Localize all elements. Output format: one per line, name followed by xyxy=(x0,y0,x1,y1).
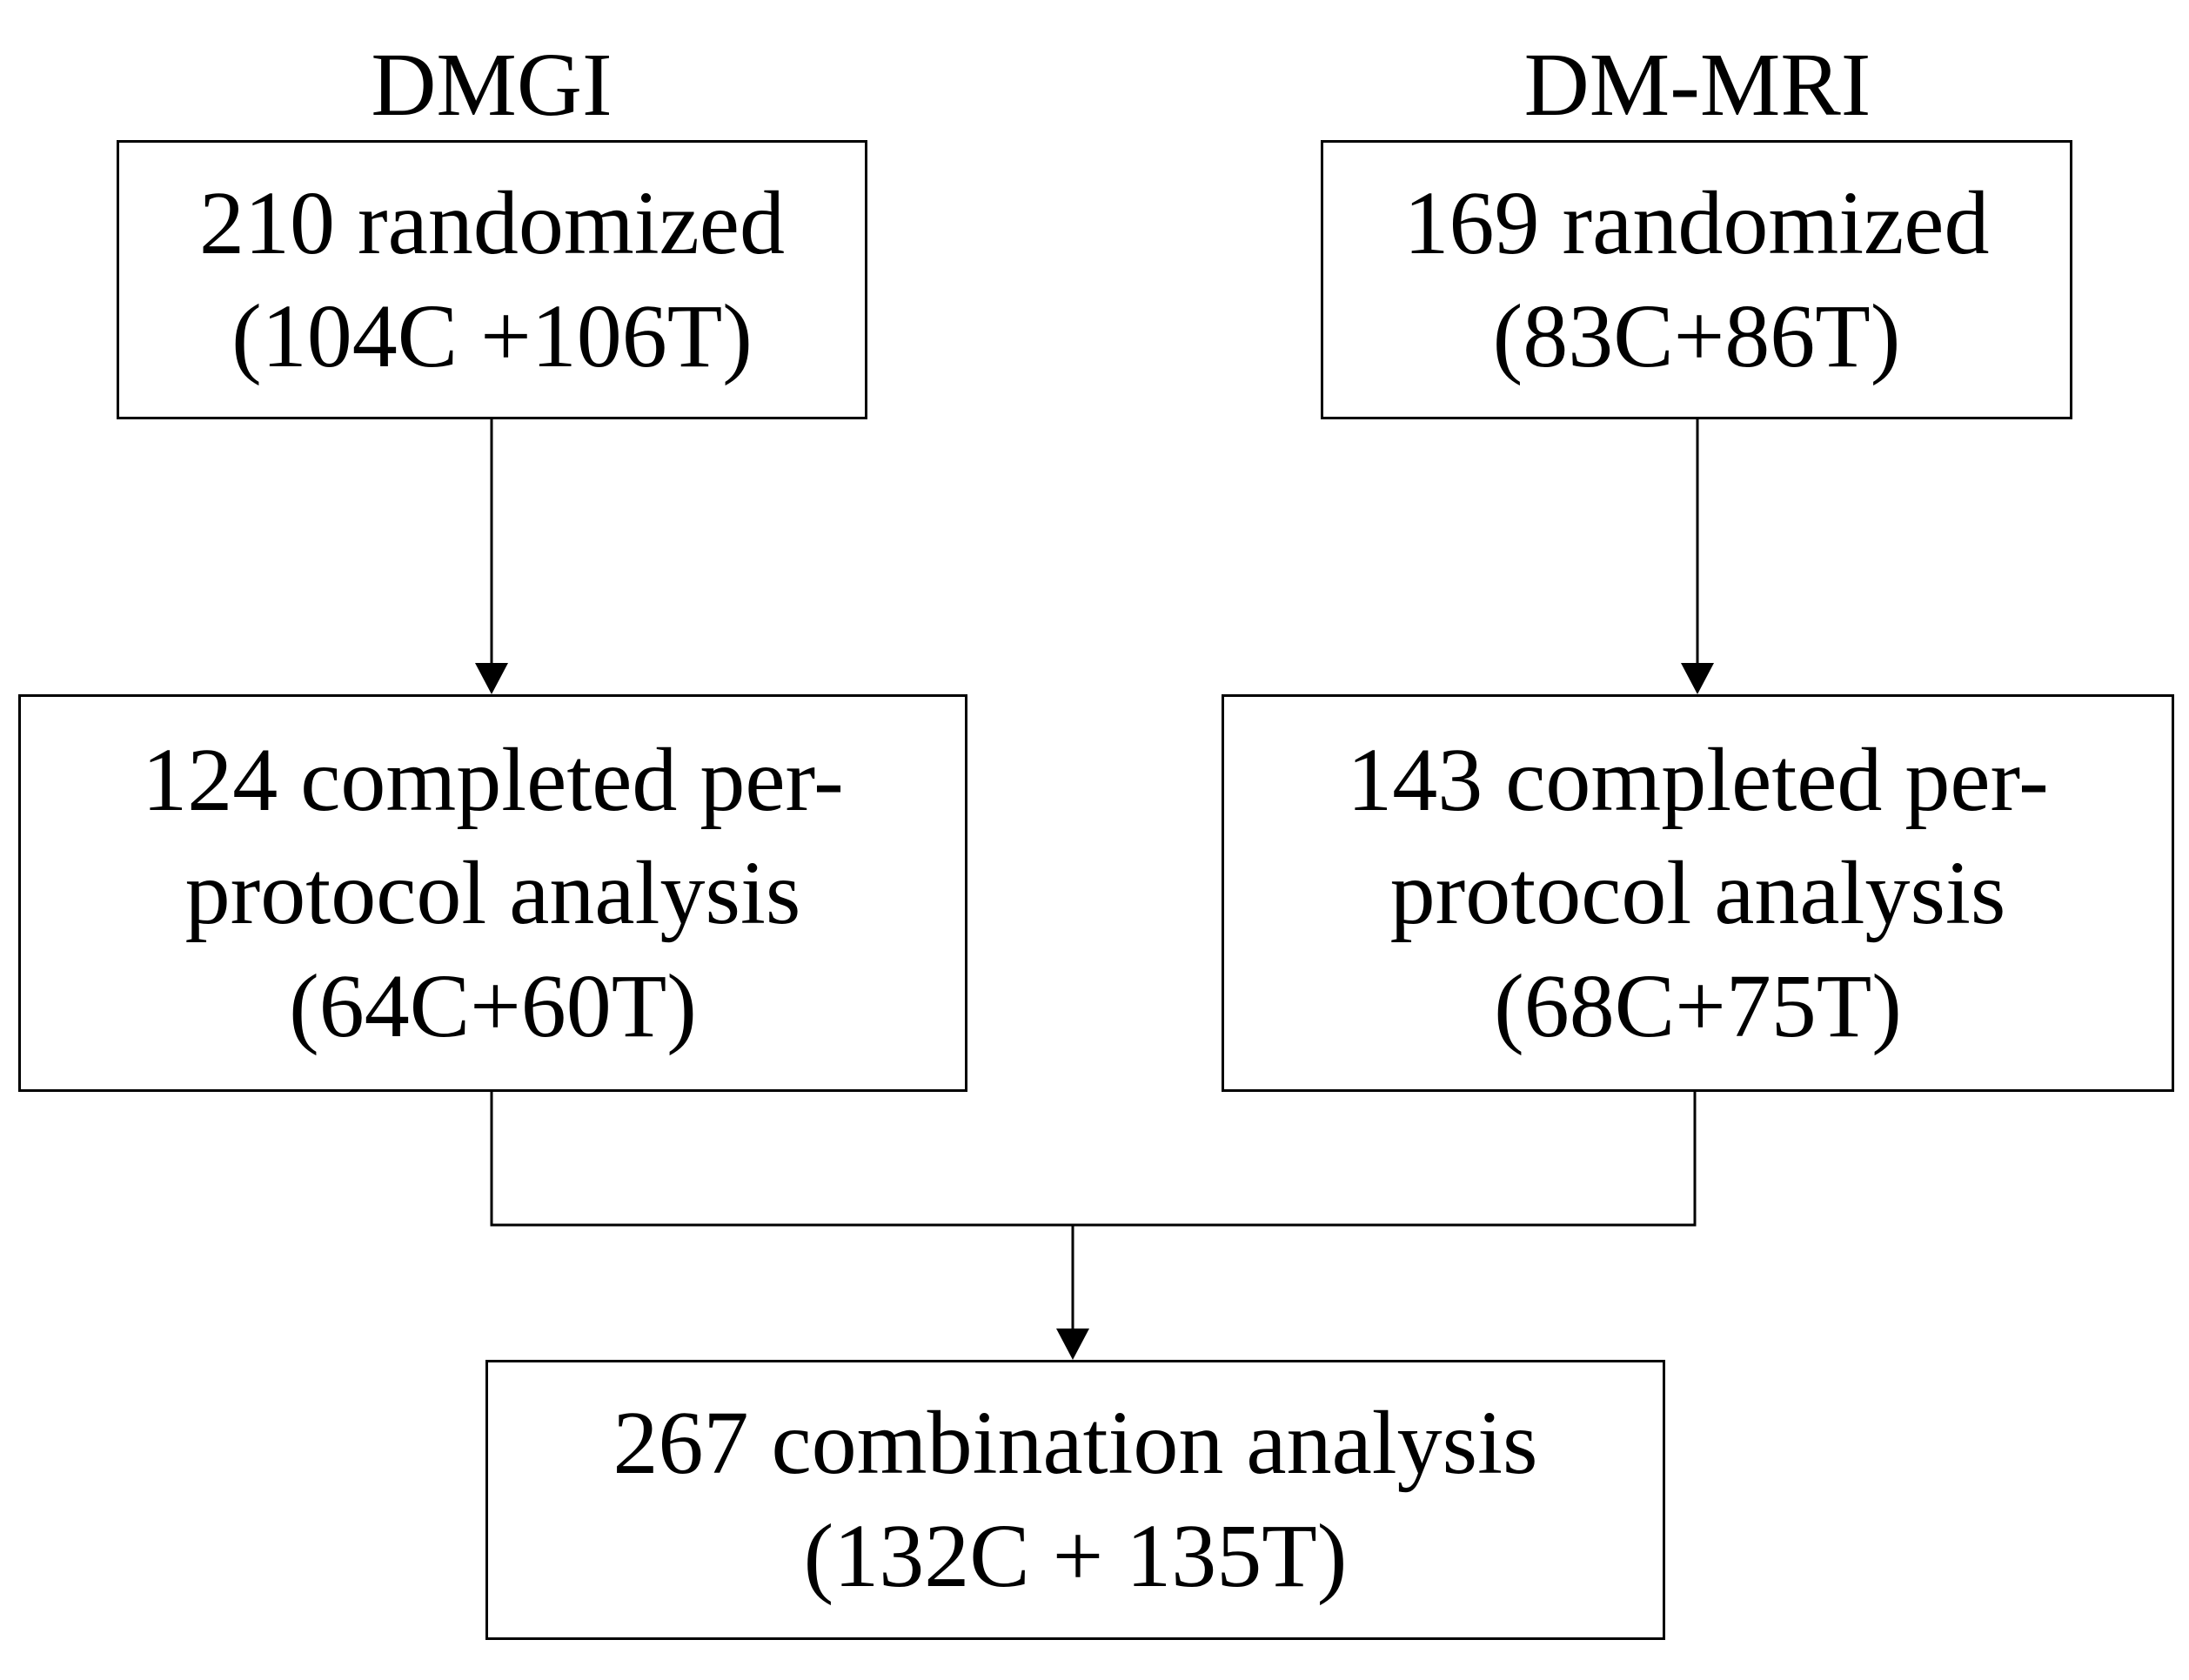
box-line: (104C +106T) xyxy=(231,285,753,386)
box-line: (83C+86T) xyxy=(1492,285,1901,386)
box-line: 210 randomized xyxy=(199,172,785,273)
arrowhead-right-down-icon xyxy=(1681,663,1714,694)
box-line: 124 completed per- xyxy=(142,729,844,830)
box-line: protocol analysis xyxy=(1389,842,2006,943)
box-combination-analysis: 267 combination analysis (132C + 135T) xyxy=(485,1360,1665,1640)
column-title-dm-mri: DM-MRI xyxy=(1523,35,1871,135)
box-dm-mri-completed: 143 completed per- protocol analysis (68… xyxy=(1222,694,2174,1092)
box-line: (64C+60T) xyxy=(289,955,697,1056)
box-dmgi-completed: 124 completed per- protocol analysis (64… xyxy=(18,694,967,1092)
box-line: protocol analysis xyxy=(184,842,801,943)
box-line: 267 combination analysis xyxy=(613,1393,1538,1493)
column-title-dmgi: DMGI xyxy=(371,35,613,135)
box-line: 169 randomized xyxy=(1403,172,1990,273)
box-line: (132C + 135T) xyxy=(803,1506,1348,1606)
connector-merge-bracket xyxy=(490,1091,1697,1227)
box-line: (68C+75T) xyxy=(1494,955,1902,1056)
box-line: 143 completed per- xyxy=(1347,729,2049,830)
arrowhead-center-down-icon xyxy=(1056,1329,1089,1360)
arrowhead-left-down-icon xyxy=(475,663,508,694)
box-dm-mri-randomized: 169 randomized (83C+86T) xyxy=(1321,140,2072,419)
box-dmgi-randomized: 210 randomized (104C +106T) xyxy=(117,140,867,419)
